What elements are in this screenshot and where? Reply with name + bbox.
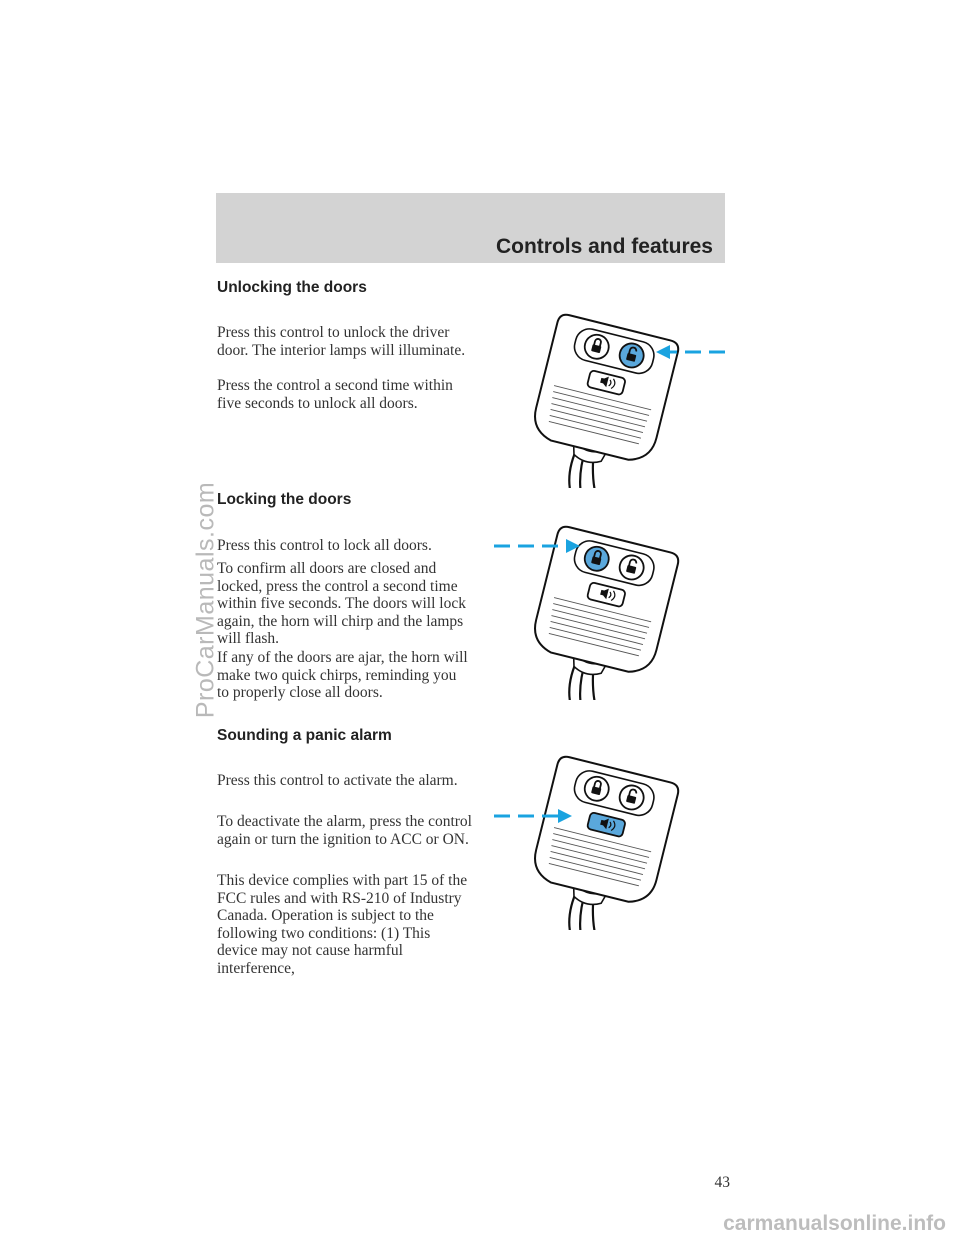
grip-line <box>549 857 642 881</box>
grip-line <box>553 603 650 628</box>
page-title: Controls and features <box>495 235 713 258</box>
section-heading-unlocking: Unlocking the doors <box>217 279 367 296</box>
key-fob <box>534 755 680 930</box>
grip-line <box>551 845 646 870</box>
grip-line <box>549 415 642 439</box>
paragraph: To deactivate the alarm, press the contr… <box>217 813 472 848</box>
paragraph: This device complies with part 15 of the… <box>217 872 468 977</box>
header-band: Controls and features <box>216 193 725 263</box>
paragraph: To confirm all doors are closed and lock… <box>217 560 466 648</box>
callout-arrow <box>656 345 725 359</box>
grip-line <box>548 632 640 657</box>
grip-line <box>548 420 640 445</box>
key-fob <box>534 525 680 700</box>
grip-line <box>552 609 648 634</box>
key-fob-unlock-illustration <box>534 313 725 488</box>
grip-line <box>550 851 644 875</box>
paragraph: Press the control a second time within f… <box>217 377 453 412</box>
horn-icon <box>600 376 609 388</box>
horn-icon <box>600 588 609 600</box>
grip-line <box>553 391 650 416</box>
paragraph: Press this control to activate the alarm… <box>217 772 458 789</box>
grip-line <box>549 627 642 651</box>
paragraph: Press this control to lock all doors. <box>217 537 432 554</box>
key-fob-panic-illustration <box>494 755 680 930</box>
section-heading-locking: Locking the doors <box>217 491 352 508</box>
callout-arrow <box>494 539 580 553</box>
grip-line <box>548 862 640 887</box>
grip-line <box>550 621 644 645</box>
callout-arrow <box>494 809 572 823</box>
key-fob <box>534 313 680 488</box>
section-heading-panic-alarm: Sounding a panic alarm <box>217 727 392 744</box>
grip-line <box>552 397 648 422</box>
grip-line <box>552 839 648 864</box>
paragraph: If any of the doors are ajar, the horn w… <box>217 649 468 702</box>
paragraph: Press this control to unlock the driver … <box>217 324 466 359</box>
watermark-text: ProCarManuals.com <box>191 481 220 719</box>
grip-line <box>553 597 652 623</box>
page-number: 43 <box>714 1174 731 1191</box>
grip-line <box>551 403 646 428</box>
grip-line <box>553 385 652 411</box>
key-fob-lock-illustration <box>494 525 680 700</box>
grip-line <box>550 409 644 433</box>
horn-icon <box>600 818 609 830</box>
grip-line <box>553 833 650 858</box>
grip-line <box>553 827 652 853</box>
grip-line <box>551 615 646 640</box>
footer-watermark: carmanualsonline.info <box>723 1212 946 1235</box>
